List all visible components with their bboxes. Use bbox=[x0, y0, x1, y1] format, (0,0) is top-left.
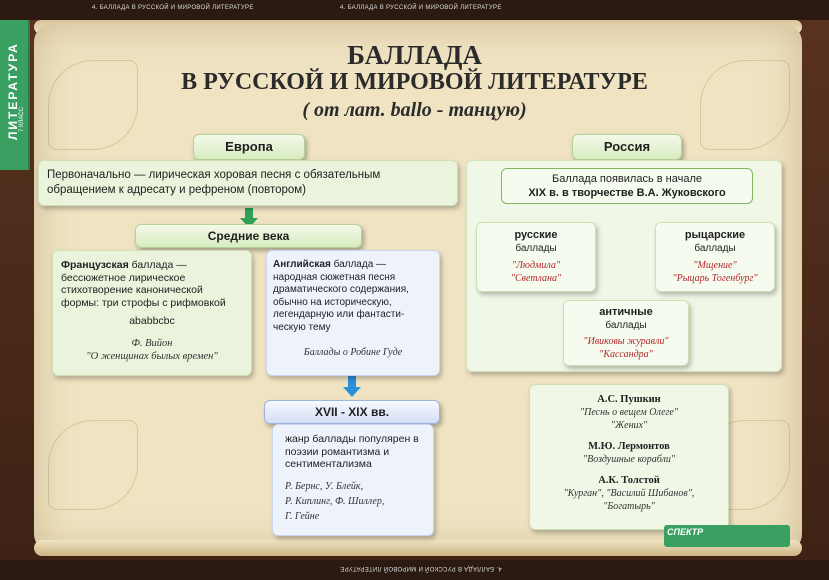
english-work: Баллады о Робине Гуде bbox=[303, 347, 403, 358]
poet-work: "Жених" bbox=[610, 420, 648, 431]
knight-work: "Мщение" bbox=[693, 260, 737, 271]
authors-line: Р. Киплинг, Ф. Шиллер, bbox=[285, 495, 385, 507]
poet-work: "Богатырь" bbox=[603, 501, 655, 512]
period-authors: Р. Бернс, У. Блейк, Р. Киплинг, Ф. Шилле… bbox=[285, 479, 421, 524]
knight-work: "Рыцарь Тогенбург" bbox=[672, 273, 758, 284]
poet-name: А.К. Толстой bbox=[598, 475, 660, 486]
bottom-bar: 4. БАЛЛАДА В РУССКОЙ И МИРОВОЙ ЛИТЕРАТУР… bbox=[0, 560, 829, 580]
down-arrow bbox=[343, 372, 361, 397]
antique-work: "Ивиковы журавли" bbox=[583, 336, 669, 347]
russian-work: "Людмила" bbox=[511, 260, 561, 271]
poet-work: "Курган", "Василий Шибанов", bbox=[563, 488, 695, 499]
rhyme-scheme: ababbcbc bbox=[129, 315, 175, 327]
english-text: баллада — народная сюжетная песня драмат… bbox=[273, 259, 409, 333]
poets-card: А.С. Пушкин "Песнь о вещем Олеге" "Жених… bbox=[529, 384, 729, 530]
poet-name: М.Ю. Лермонтов bbox=[588, 441, 670, 452]
period-header: XVII - XIX вв. bbox=[264, 400, 440, 424]
antique-work: "Кассандра" bbox=[599, 349, 653, 360]
scroll-bottom-roll bbox=[34, 540, 802, 556]
publisher-logo: СПЕКТР bbox=[667, 527, 704, 537]
russia-header: Россия bbox=[572, 134, 682, 160]
antique-ballads-card: античные баллады "Ивиковы журавли" "Касс… bbox=[563, 300, 689, 366]
russian-title: русские bbox=[514, 229, 558, 241]
antique-sub: баллады bbox=[605, 320, 647, 331]
russian-work: "Светлана" bbox=[510, 273, 562, 284]
russia-intro-bold: XIX в. в творчестве В.А. Жуковского bbox=[528, 187, 726, 199]
knight-sub: баллады bbox=[694, 243, 736, 254]
title-line-2: В РУССКОЙ И МИРОВОЙ ЛИТЕРАТУРЕ bbox=[181, 69, 648, 95]
french-ballad-card: Французская баллада — бессюжетное лириче… bbox=[52, 250, 252, 376]
knight-title: рыцарские bbox=[684, 229, 746, 241]
antique-title: античные bbox=[599, 306, 653, 318]
period-card: жанр баллады популярен в поэзии романтиз… bbox=[272, 424, 434, 536]
ornament-decoration bbox=[48, 420, 138, 510]
authors-line: Г. Гейне bbox=[285, 510, 320, 522]
russia-intro-text: Баллада появилась в начале bbox=[552, 173, 702, 185]
english-ballad-card: Английская баллада — народная сюжетная п… bbox=[266, 250, 440, 376]
europe-header: Европа bbox=[193, 134, 305, 160]
authors-line: Р. Бернс, У. Блейк, bbox=[285, 480, 364, 492]
english-lead: Английская bbox=[273, 259, 331, 270]
poet-work: "Песнь о вещем Олеге" bbox=[579, 407, 679, 418]
subject-strip: ЛИТЕРАТУРА 7 КЛАСС bbox=[0, 20, 30, 170]
period-text: жанр баллады популярен в поэзии романтиз… bbox=[285, 433, 419, 470]
russian-sub: баллады bbox=[515, 243, 557, 254]
french-text: баллада — бессюжетное лирическое стихотв… bbox=[61, 259, 226, 309]
knight-ballads-card: рыцарские баллады "Мщение" "Рыцарь Тоген… bbox=[655, 222, 775, 292]
title-line-3: ( от лат. ballo - танцую) bbox=[302, 99, 527, 121]
ornament-decoration bbox=[48, 60, 138, 150]
poet-name: А.С. Пушкин bbox=[597, 394, 661, 405]
down-arrow bbox=[240, 208, 258, 228]
ornament-decoration bbox=[700, 60, 790, 150]
top-caption: 4. БАЛЛАДА В РУССКОЙ И МИРОВОЙ ЛИТЕРАТУР… bbox=[92, 5, 254, 11]
top-bar: 4. БАЛЛАДА В РУССКОЙ И МИРОВОЙ ЛИТЕРАТУР… bbox=[0, 0, 829, 20]
russian-ballads-card: русские баллады "Людмила" "Светлана" bbox=[476, 222, 596, 292]
french-lead: Французская bbox=[61, 259, 129, 271]
poet-work: "Воздушные корабли" bbox=[582, 454, 676, 465]
title-line-1: БАЛЛАДА bbox=[347, 40, 482, 70]
french-author: Ф. Вийон bbox=[131, 338, 173, 349]
russia-intro: Баллада появилась в начале XIX в. в твор… bbox=[501, 168, 753, 204]
french-work: "О женщинах былых времен" bbox=[86, 351, 218, 362]
publisher-badge: СПЕКТР bbox=[664, 525, 790, 547]
middle-ages-header: Средние века bbox=[135, 224, 362, 248]
top-caption-center: 4. БАЛЛАДА В РУССКОЙ И МИРОВОЙ ЛИТЕРАТУР… bbox=[340, 5, 502, 11]
europe-intro: Первоначально — лирическая хоровая песня… bbox=[38, 160, 458, 206]
